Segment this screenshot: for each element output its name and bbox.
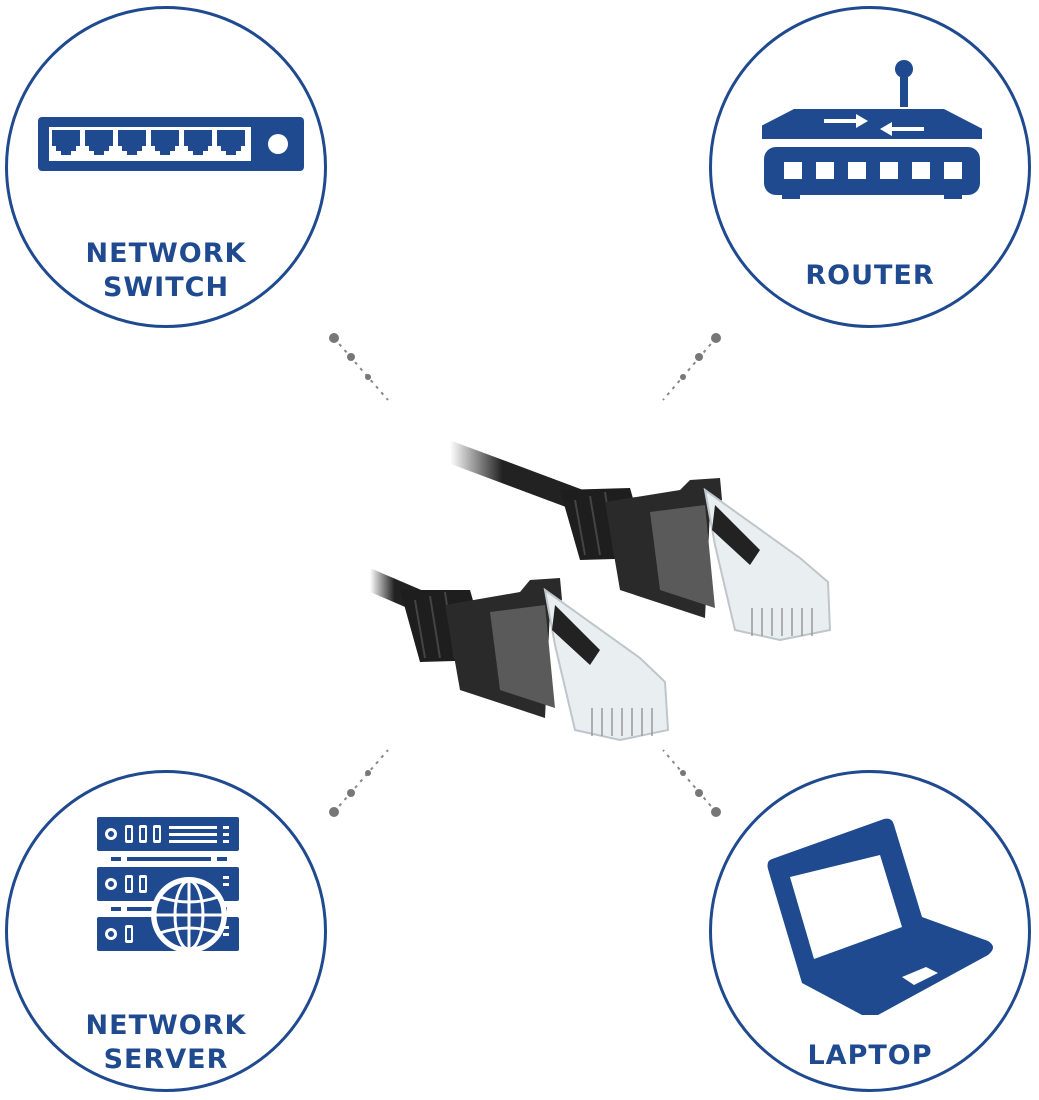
node-network-server: NETWORK SERVER — [5, 770, 327, 1092]
connector-laptop — [662, 749, 721, 817]
node-label-line1: LAPTOP — [807, 1040, 933, 1071]
laptop-icon — [767, 818, 993, 1015]
node-label-line1: NETWORK — [85, 238, 247, 269]
node-label-line2: SERVER — [103, 1044, 229, 1075]
connector-switch — [329, 333, 389, 401]
node-network-switch: NETWORK SWITCH — [5, 6, 327, 328]
cable-lower — [360, 569, 670, 742]
ethernet-cable-image — [360, 441, 832, 742]
network-server-icon — [97, 817, 239, 953]
node-router: ROUTER — [709, 6, 1031, 328]
node-laptop: LAPTOP — [709, 770, 1031, 1092]
node-label-line1: ROUTER — [805, 260, 935, 291]
globe-icon — [153, 879, 225, 951]
connector-server — [329, 749, 389, 817]
node-label-line1: NETWORK — [85, 1010, 247, 1041]
network-switch-icon — [38, 117, 304, 171]
connector-router — [662, 333, 721, 401]
cable-upper — [439, 441, 832, 642]
node-label-line2: SWITCH — [102, 272, 230, 303]
router-icon — [762, 60, 982, 199]
